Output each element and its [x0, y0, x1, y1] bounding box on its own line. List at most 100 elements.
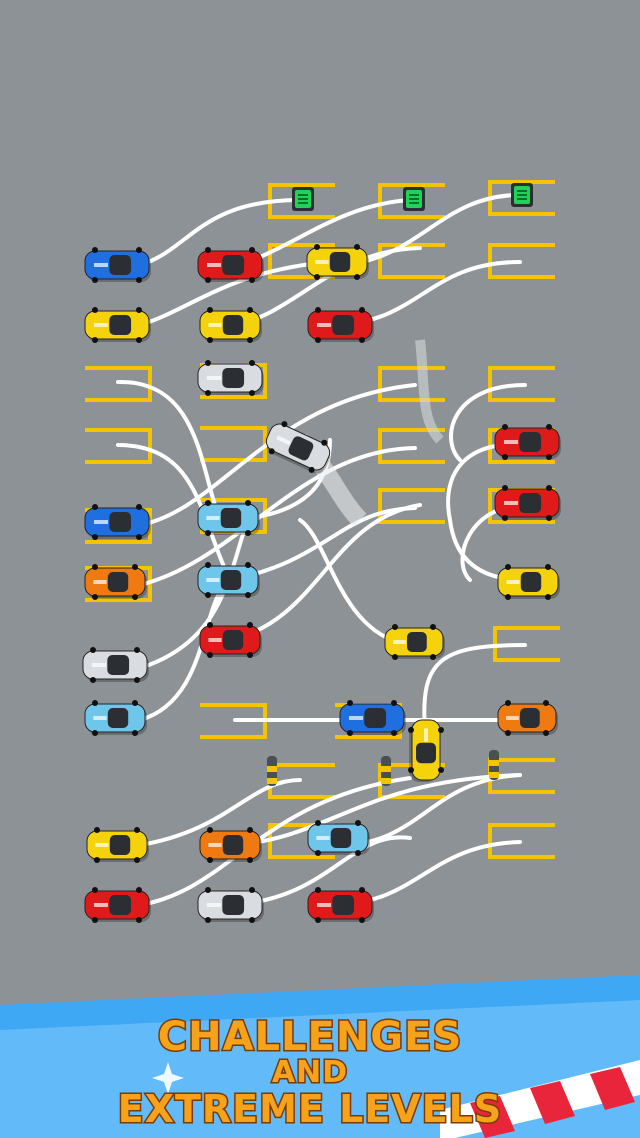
car-yellow-6[interactable]	[86, 827, 149, 863]
route-line	[116, 443, 232, 582]
parking-slot[interactable]	[488, 823, 555, 859]
car-blue-2[interactable]	[84, 504, 151, 540]
car-red-6[interactable]	[84, 887, 151, 923]
car-skyblue-1[interactable]	[197, 500, 260, 536]
windshield	[109, 255, 132, 275]
route-line	[138, 260, 332, 327]
car-red-1[interactable]	[197, 247, 264, 283]
parking-slot[interactable]	[378, 488, 445, 524]
windshield	[519, 493, 542, 513]
sports-car-icon	[502, 424, 552, 460]
windshield	[109, 895, 132, 915]
sports-car-icon	[315, 820, 361, 856]
windshield	[222, 315, 244, 335]
windshield	[519, 432, 542, 452]
route-line	[138, 198, 302, 267]
bollard	[381, 756, 391, 786]
windshield	[220, 570, 242, 590]
windshield	[222, 630, 244, 650]
route-line	[138, 383, 417, 527]
exit-gate-icon	[403, 187, 425, 211]
sports-car-icon	[205, 247, 255, 283]
windshield	[109, 315, 132, 335]
car-yellow-1[interactable]	[306, 244, 369, 280]
windshield	[107, 708, 129, 728]
parking-slot[interactable]	[85, 428, 152, 464]
sports-car-icon	[505, 564, 551, 600]
car-skyblue-2[interactable]	[197, 562, 260, 598]
car-red-2[interactable]	[307, 307, 374, 343]
sports-car-icon	[92, 504, 142, 540]
parking-slot[interactable]	[488, 243, 555, 279]
car-orange-1[interactable]	[84, 564, 147, 600]
parking-slot[interactable]	[378, 243, 445, 279]
route-line	[228, 506, 417, 582]
windshield	[222, 835, 244, 855]
car-skyblue-3[interactable]	[84, 700, 147, 736]
car-orange-2[interactable]	[497, 700, 558, 736]
car-yellow-3[interactable]	[199, 307, 262, 343]
exit-gate-icon	[511, 183, 533, 207]
parking-slot[interactable]	[378, 366, 445, 402]
windshield	[109, 512, 132, 532]
windshield	[520, 708, 540, 728]
parking-slot[interactable]	[85, 366, 152, 402]
car-yellow-4[interactable]	[497, 564, 560, 600]
route-line	[228, 835, 412, 907]
windshield	[332, 315, 355, 335]
car-red-7[interactable]	[307, 887, 374, 923]
parking-slot[interactable]	[488, 366, 555, 402]
car-blue-1[interactable]	[84, 247, 151, 283]
windshield	[222, 895, 245, 915]
windshield	[107, 572, 129, 592]
sports-car-icon	[315, 307, 365, 343]
sports-car-icon	[92, 564, 138, 600]
parking-slot[interactable]	[378, 428, 445, 464]
windshield	[329, 252, 351, 272]
windshield	[222, 368, 245, 388]
car-red-3[interactable]	[494, 424, 561, 460]
windshield	[288, 436, 314, 461]
car-red-4[interactable]	[494, 485, 561, 521]
windshield	[407, 632, 427, 652]
sports-car-icon	[90, 647, 140, 683]
sports-car-icon	[92, 247, 142, 283]
sports-car-icon	[268, 421, 328, 473]
sports-car-icon	[92, 307, 142, 343]
windshield	[109, 835, 131, 855]
sports-car-icon	[207, 827, 253, 863]
windshield	[332, 895, 355, 915]
bollard	[267, 756, 277, 786]
car-silver-3[interactable]	[197, 887, 264, 923]
parking-slot[interactable]	[268, 243, 335, 279]
sports-car-icon	[347, 700, 397, 736]
sports-car-icon	[205, 562, 251, 598]
car-skyblue-4[interactable]	[307, 820, 370, 856]
car-orange-3[interactable]	[199, 827, 262, 863]
sports-car-icon	[408, 727, 444, 773]
sports-car-icon	[314, 244, 360, 280]
bollards	[267, 750, 499, 786]
route-line	[138, 446, 417, 587]
sports-car-icon	[502, 485, 552, 521]
route-line	[422, 643, 527, 732]
windshield	[520, 572, 542, 592]
route-line	[228, 773, 522, 847]
car-red-5[interactable]	[199, 622, 262, 658]
sports-car-icon	[207, 622, 253, 658]
parking-slot[interactable]	[378, 183, 445, 219]
sports-car-icon	[205, 360, 255, 396]
windshield	[416, 742, 436, 764]
windshield	[364, 708, 387, 728]
exit-gate-icon	[292, 187, 314, 211]
sports-car-icon	[92, 700, 138, 736]
car-yellow-2[interactable]	[84, 307, 151, 343]
cars-layer	[82, 244, 561, 923]
car-silver-2[interactable]	[82, 647, 149, 683]
car-silver-moving[interactable]	[261, 417, 336, 478]
car-yellow-5[interactable]	[384, 624, 445, 660]
car-silver-1[interactable]	[197, 360, 264, 396]
car-blue-3[interactable]	[339, 700, 406, 736]
car-yellow-moving[interactable]	[408, 719, 444, 782]
